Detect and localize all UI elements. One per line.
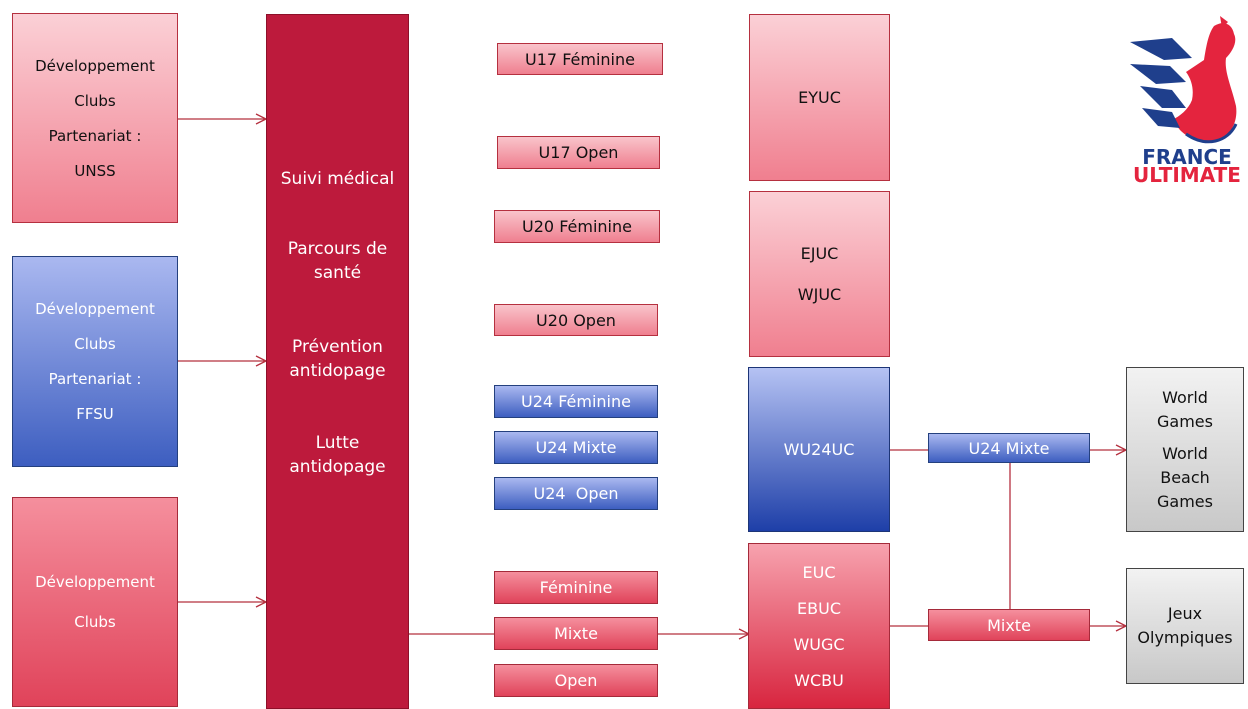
eyuc-label: EYUC [798,88,841,107]
mixte-right: Mixte [928,609,1090,641]
logo-text-france: FRANCE [1142,145,1232,169]
euc-label: EUC [802,562,836,582]
center-line-1: Suivi médical [280,169,395,189]
clubs-line-2: Clubs [74,613,116,631]
ffsu-line-4: FFSU [76,405,114,423]
wu24uc-box: WU24UC [748,367,890,532]
category-u20-open: U20 Open [494,304,658,336]
olympics-box: Jeux Olympiques [1126,568,1244,684]
u24-mixte-right: U24 Mixte [928,433,1090,463]
ejuc-box: EJUC WJUC [749,191,890,357]
ffsu-line-2: Clubs [74,335,116,353]
logo-text-ultimate: ULTIMATE [1133,163,1241,187]
unss-line-3: Partenariat : [48,126,142,145]
ebuc-label: EBUC [797,598,841,618]
wcbu-label: WCBU [794,670,844,690]
center-line-3: Prévention antidopage [289,337,386,381]
unss-line-2: Clubs [74,91,116,110]
category-u17-feminine: U17 Féminine [497,43,663,75]
world-beach-games-label: World Beach Games [1157,443,1213,511]
medical-follow-up-box: Suivi médical Parcours de santé Préventi… [266,14,409,709]
category-u24-open: U24 Open [494,477,658,510]
ffsu-line-3: Partenariat : [48,370,142,388]
world-games-box: World Games World Beach Games [1126,367,1244,532]
clubs-box: Développement Clubs [12,497,178,707]
category-u17-open: U17 Open [497,136,660,169]
category-u24-mixte: U24 Mixte [494,431,658,464]
category-feminine: Féminine [494,571,658,604]
unss-line-4: UNSS [74,161,116,180]
wjuc-label: WJUC [797,285,842,304]
olympics-line-2: Olympiques [1137,628,1233,647]
euc-box: EUC EBUC WUGC WCBU [748,543,890,709]
ffsu-line-1: Développement [35,300,155,318]
clubs-line-1: Développement [35,573,155,591]
ejuc-label: EJUC [800,244,839,263]
wugc-label: WUGC [793,634,845,654]
ffsu-box: Développement Clubs Partenariat : FFSU [12,256,178,467]
olympics-line-1: Jeux [1167,604,1203,623]
wu24uc-label: WU24UC [783,440,855,459]
category-open: Open [494,664,658,697]
center-line-4: Lutte antidopage [289,433,386,477]
rooster-logo-icon [1130,16,1238,144]
category-mixte: Mixte [494,617,658,650]
category-u24-feminine: U24 Féminine [494,385,658,418]
unss-box: Développement Clubs Partenariat : UNSS [12,13,178,223]
unss-line-1: Développement [35,56,155,75]
eyuc-box: EYUC [749,14,890,181]
world-games-label: World Games [1157,387,1213,431]
category-u20-feminine: U20 Féminine [494,210,660,243]
center-line-2: Parcours de santé [287,239,388,283]
